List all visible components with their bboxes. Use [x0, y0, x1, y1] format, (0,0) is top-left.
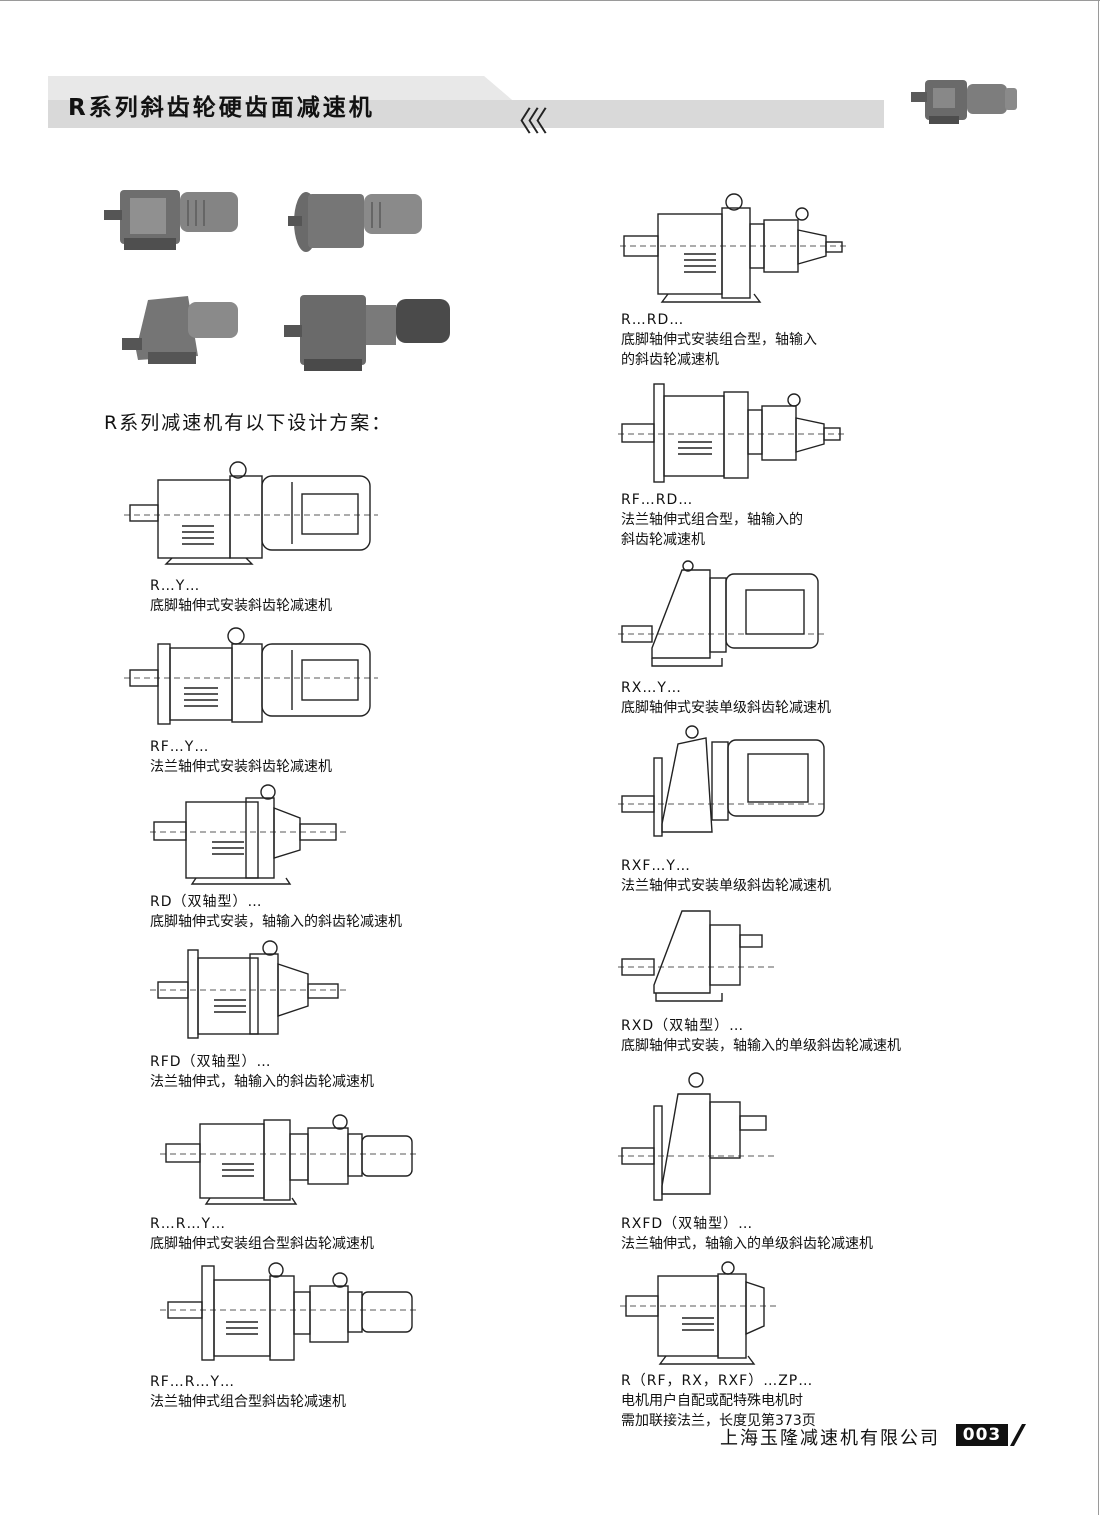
caption-rd: RD（双轴型）… 底脚轴伸式安装，轴输入的斜齿轮减速机	[150, 892, 402, 932]
header-arrows-icon: 〈〈〈	[504, 105, 548, 138]
diagram-rxd	[618, 910, 774, 1002]
desc-rfd: 法兰轴伸式，轴输入的斜齿轮减速机	[150, 1074, 374, 1090]
desc-zp-1: 电机用户自配或配特殊电机时	[621, 1393, 803, 1409]
desc-rx-y: 底脚轴伸式安装单级斜齿轮减速机	[621, 700, 831, 716]
gearmotor-photo-combined	[284, 295, 450, 371]
diagram-rf-r-y	[160, 1262, 416, 1361]
intro-text: R系列减速机有以下设计方案：	[104, 412, 393, 434]
frame-right-line	[1098, 0, 1099, 1515]
caption-rfd: RFD（双轴型）… 法兰轴伸式，轴输入的斜齿轮减速机	[150, 1052, 374, 1092]
page-slash-icon	[1010, 1424, 1026, 1446]
code-rf-r-y: RF…R…Y…	[150, 1374, 236, 1390]
desc-rxd: 底脚轴伸式安装，轴输入的单级斜齿轮减速机	[621, 1038, 901, 1054]
desc-r-r-y: 底脚轴伸式安装组合型斜齿轮减速机	[150, 1236, 374, 1252]
diagram-rxfd	[618, 1072, 774, 1201]
code-rd: RD（双轴型）…	[150, 894, 263, 910]
desc-rf-rd-2: 斜齿轮减速机	[621, 532, 705, 548]
desc-zp-2: 需加联接法兰，长度见第373页	[621, 1413, 816, 1429]
code-rf-y: RF…Y…	[150, 739, 210, 755]
frame-top-line	[0, 0, 1100, 1]
desc-r-rd-1: 底脚轴伸式安装组合型，轴输入	[621, 332, 817, 348]
desc-rf-y: 法兰轴伸式安装斜齿轮减速机	[150, 759, 332, 775]
desc-rd: 底脚轴伸式安装，轴输入的斜齿轮减速机	[150, 914, 402, 930]
code-zp: R（RF，RX，RXF）…ZP…	[621, 1373, 814, 1389]
code-r-r-y: R…R…Y…	[150, 1216, 227, 1232]
diagram-rd	[150, 784, 346, 885]
diagram-rx-y	[618, 560, 824, 667]
diagram-rxf-y	[618, 725, 826, 837]
caption-rxd: RXD（双轴型）… 底脚轴伸式安装，轴输入的单级斜齿轮减速机	[621, 1016, 901, 1056]
caption-rf-rd: RF…RD… 法兰轴伸式组合型，轴输入的 斜齿轮减速机	[621, 490, 803, 550]
diagram-rfd	[150, 940, 346, 1039]
code-rx-y: RX…Y…	[621, 680, 682, 696]
caption-r-y: R…Y… 底脚轴伸式安装斜齿轮减速机	[150, 576, 332, 616]
caption-r-r-y: R…R…Y… 底脚轴伸式安装组合型斜齿轮减速机	[150, 1214, 374, 1254]
code-rxfd: RXFD（双轴型）…	[621, 1216, 754, 1232]
desc-rxfd: 法兰轴伸式，轴输入的单级斜齿轮减速机	[621, 1236, 873, 1252]
desc-rxf-y: 法兰轴伸式安装单级斜齿轮减速机	[621, 878, 831, 894]
caption-rxfd: RXFD（双轴型）… 法兰轴伸式，轴输入的单级斜齿轮减速机	[621, 1214, 873, 1254]
diagram-rf-y	[124, 627, 378, 725]
page-number: 003	[956, 1424, 1008, 1446]
company-name: 上海玉隆减速机有限公司	[720, 1428, 940, 1449]
code-r-y: R…Y…	[150, 578, 201, 594]
code-rxf-y: RXF…Y…	[621, 858, 691, 874]
gearmotor-photo-foot	[104, 190, 238, 250]
diagram-r-rd	[620, 193, 846, 303]
code-rfd: RFD（双轴型）…	[150, 1054, 272, 1070]
caption-rf-r-y: RF…R…Y… 法兰轴伸式组合型斜齿轮减速机	[150, 1372, 346, 1412]
page-title: R系列斜齿轮硬齿面减速机	[68, 95, 375, 121]
diagram-r-y	[124, 461, 378, 565]
gearmotor-photo-angled	[122, 296, 238, 364]
diagram-rf-rd	[618, 383, 844, 483]
diagram-zp	[620, 1261, 776, 1365]
header-band	[48, 76, 884, 128]
code-rxd: RXD（双轴型）…	[621, 1018, 745, 1034]
caption-r-rd: R…RD… 底脚轴伸式安装组合型，轴输入 的斜齿轮减速机	[621, 310, 817, 370]
gearmotor-photo-small	[911, 80, 1017, 124]
desc-rf-r-y: 法兰轴伸式组合型斜齿轮减速机	[150, 1394, 346, 1410]
code-rf-rd: RF…RD…	[621, 492, 694, 508]
desc-r-rd-2: 的斜齿轮减速机	[621, 352, 719, 368]
diagram-r-r-y	[160, 1114, 416, 1205]
gearmotor-photo-flange	[288, 192, 422, 252]
desc-rf-rd-1: 法兰轴伸式组合型，轴输入的	[621, 512, 803, 528]
caption-rf-y: RF…Y… 法兰轴伸式安装斜齿轮减速机	[150, 737, 332, 777]
code-r-rd: R…RD…	[621, 312, 685, 328]
caption-rx-y: RX…Y… 底脚轴伸式安装单级斜齿轮减速机	[621, 678, 831, 718]
caption-zp: R（RF，RX，RXF）…ZP… 电机用户自配或配特殊电机时 需加联接法兰，长度…	[621, 1371, 816, 1431]
desc-r-y: 底脚轴伸式安装斜齿轮减速机	[150, 598, 332, 614]
caption-rxf-y: RXF…Y… 法兰轴伸式安装单级斜齿轮减速机	[621, 856, 831, 896]
